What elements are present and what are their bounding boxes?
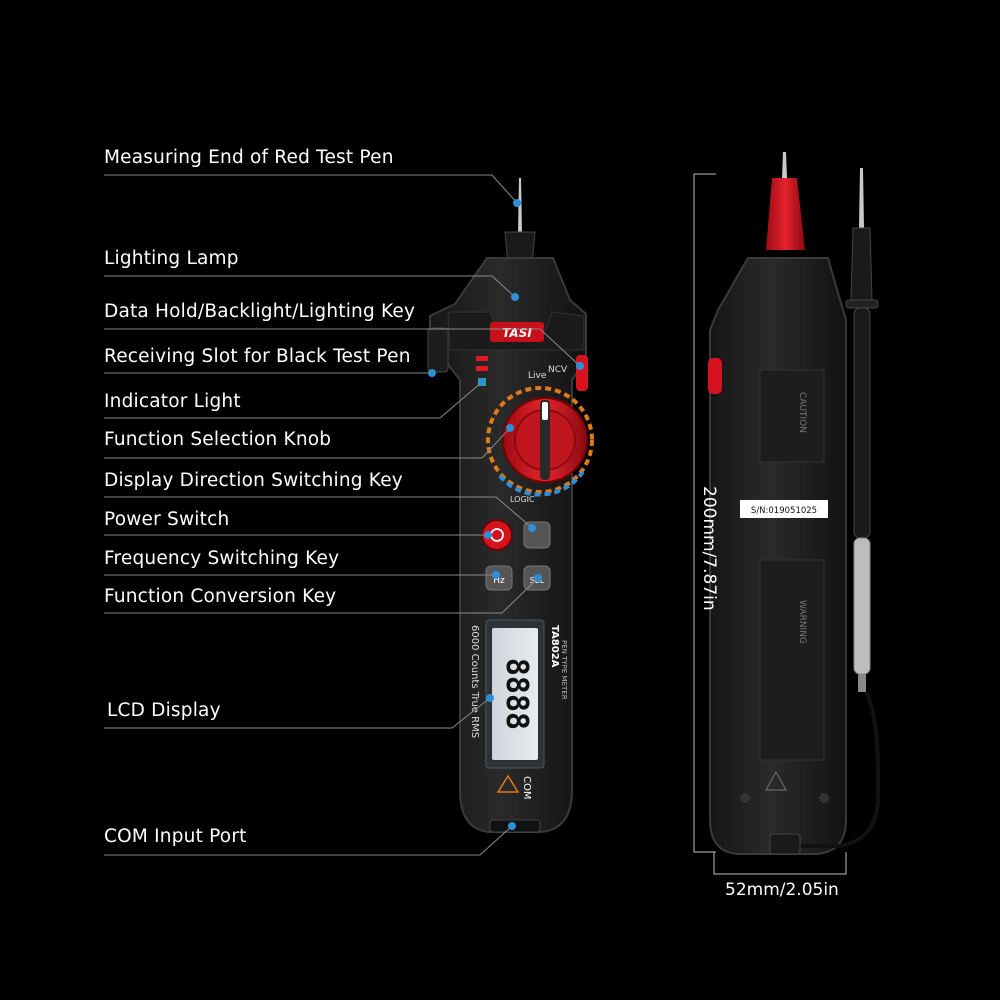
- callout-lcd-display: LCD Display: [107, 700, 221, 721]
- indicator-light-red-1: [476, 356, 488, 361]
- red-probe-cap: [766, 178, 805, 250]
- hold-key: [576, 355, 588, 391]
- back-meter: CAUTION S/N:019051025 WARNING: [708, 152, 881, 855]
- knob-label-live: Live: [528, 371, 547, 381]
- callout-direction-key: Display Direction Switching Key: [104, 470, 403, 491]
- knob-label-ncv: NCV: [548, 365, 568, 375]
- callout-frequency-key: Frequency Switching Key: [104, 548, 340, 569]
- back-caution-text: CAUTION: [797, 392, 807, 433]
- callout-com-port: COM Input Port: [104, 826, 247, 847]
- direction-key: [523, 521, 551, 549]
- brand-badge: [490, 322, 544, 342]
- indicator-light-red-2: [476, 366, 488, 371]
- dimension-lines: [693, 173, 847, 875]
- callout-lighting-lamp: Lighting Lamp: [104, 248, 239, 269]
- serial-sticker: [740, 500, 828, 518]
- width-dimension: 52mm/2.05in: [725, 880, 839, 900]
- callout-power-switch: Power Switch: [104, 509, 230, 530]
- front-meter: TASI Live NCV LOGIC Hz SEL 8888: [427, 178, 594, 833]
- back-warning-text: WARNING: [797, 600, 807, 644]
- lcd-display: [492, 628, 538, 760]
- callout-hold-key: Data Hold/Backlight/Lighting Key: [104, 301, 416, 322]
- height-dimension-text: 200mm/7.87in: [699, 486, 719, 611]
- model-text: TA802A: [549, 625, 560, 668]
- callout-red-test-pen: Measuring End of Red Test Pen: [104, 147, 394, 168]
- height-dimension: 200mm/7.87in: [661, 486, 719, 611]
- callout-conversion-key: Function Conversion Key: [104, 586, 337, 607]
- com-text: COM: [521, 776, 532, 799]
- brand-logo-text: TASI: [502, 326, 532, 340]
- lcd-digits: 8888: [499, 658, 534, 730]
- callout-receiving-slot: Receiving Slot for Black Test Pen: [104, 346, 411, 367]
- back-warning-icon: [764, 770, 788, 791]
- back-side-red-key: [708, 358, 722, 394]
- callout-indicator-light: Indicator Light: [104, 391, 241, 412]
- frequency-key: [485, 565, 513, 591]
- leader-lines: [104, 174, 581, 856]
- subtitle-text: PEN TYPE METER: [560, 640, 568, 700]
- counts-text: 6000 Counts True RMS: [469, 625, 480, 738]
- warning-triangle-icon: [496, 774, 520, 793]
- black-probe-plug: [853, 537, 871, 675]
- callout-function-knob: Function Selection Knob: [104, 429, 332, 450]
- back-body: [709, 257, 847, 855]
- knob-label-logic: LOGIC: [510, 495, 535, 504]
- serial-text: S/N:019051025: [751, 506, 817, 516]
- leader-dots: [428, 199, 584, 830]
- freq-key-label: Hz: [493, 576, 505, 586]
